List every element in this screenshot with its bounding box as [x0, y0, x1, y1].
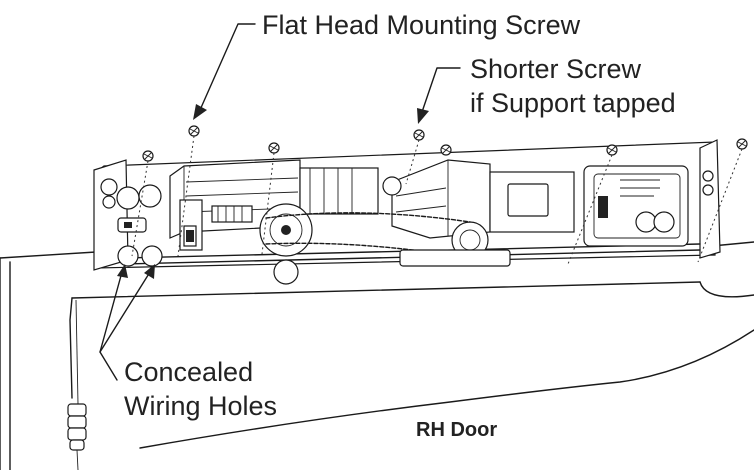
callout-concealed-holes: Concealed Wiring Holes: [99, 264, 277, 421]
hanging-cable: [67, 299, 87, 470]
screw-icon: [697, 138, 748, 263]
spring-body: [382, 159, 575, 239]
label-concealed-line1: Concealed: [124, 357, 253, 387]
callout-flat-head: Flat Head Mounting Screw: [193, 10, 581, 120]
arrow-head-icon: [193, 104, 207, 120]
arrow-head-icon: [417, 108, 429, 124]
control-board: [583, 165, 714, 247]
screw-icon: [440, 144, 452, 156]
arrow-head-icon: [117, 264, 128, 278]
callout-shorter-screw: Shorter Screw if Support tapped: [417, 54, 676, 124]
screw-icon: [131, 150, 154, 257]
screw-icon: [261, 142, 280, 255]
door-panel: [0, 241, 754, 470]
label-shorter-screw-line2: if Support tapped: [470, 88, 676, 118]
label-rh-door: RH Door: [416, 419, 497, 441]
label-concealed-line2: Wiring Holes: [124, 391, 277, 421]
screw-icon: [177, 125, 200, 257]
screw-icon: [567, 144, 618, 265]
drive-chain: [259, 203, 511, 285]
label-shorter-screw-line1: Shorter Screw: [470, 54, 642, 84]
screw-icon: [405, 129, 425, 185]
label-flat-head-screw: Flat Head Mounting Screw: [262, 10, 581, 40]
arrow-head-icon: [144, 264, 155, 279]
